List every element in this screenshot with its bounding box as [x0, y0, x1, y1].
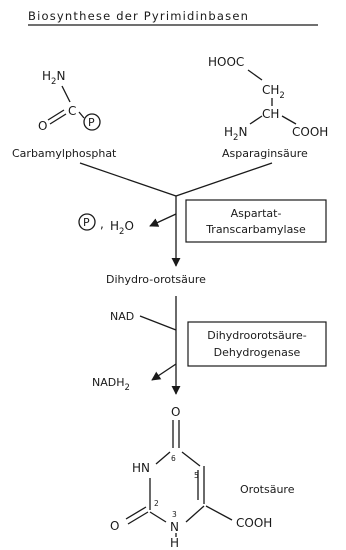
byproduct-h2o: H2O: [110, 219, 134, 237]
asp-ch: CH: [262, 107, 279, 121]
orot-o-top: O: [171, 405, 180, 419]
orot-pos5: 5: [194, 471, 199, 480]
carbamyl-atom-p: P: [88, 116, 95, 129]
orotsaeure-structure: O 6 HN 5 2 3 N H O COOH: [110, 405, 272, 550]
converge-line-left: [79, 162, 177, 197]
orot-bond-c6-c5: [181, 451, 201, 467]
byproduct-p: P: [83, 216, 90, 229]
arrow-nadh2-out: [151, 363, 177, 381]
enzyme1-line1: Aspartat-: [231, 207, 282, 220]
asp-bond-hooc-ch2: [247, 69, 263, 81]
carbamyl-double-bond-1: [49, 113, 67, 125]
enzyme1-line2: Transcarbamylase: [205, 223, 306, 236]
carbamyl-h2n-h: H2N: [42, 69, 65, 87]
orot-o-left: O: [110, 519, 119, 533]
orot-pos3: 3: [172, 510, 177, 519]
asparaginsaeure-label: Asparaginsäure: [222, 147, 308, 160]
carbamyl-phosphate-circle: [83, 113, 101, 131]
orot-hn: HN: [132, 461, 150, 475]
orot-bond-c6-n1: [155, 451, 171, 465]
nad-input-line: [139, 315, 177, 331]
asp-cooh: COOH: [292, 125, 328, 139]
carbamyl-double-bond-2: [47, 109, 65, 121]
carbamyl-atom-o: O: [38, 119, 47, 133]
orot-bond-n3-c4: [185, 505, 205, 523]
cofactor-nad: NAD: [110, 310, 134, 323]
orot-co2-double-1: [127, 511, 149, 525]
enzyme-box-aspartat-transcarbamylase: [185, 199, 327, 243]
orot-bond-c4-cooh: [205, 505, 233, 521]
enzyme-box-dihydroorotsaeure-dehydrogenase: [187, 321, 327, 367]
asp-ch2: CH2: [262, 83, 285, 101]
enzyme2-line2: Dehydrogenase: [214, 346, 301, 359]
carbamyl-bond-c-p: [78, 111, 85, 119]
orot-n-bottom: N: [170, 520, 179, 534]
orot-h-bottom: H: [170, 536, 179, 550]
carbamylphosphat-label: Carbamylphosphat: [12, 147, 117, 160]
carbamylphosphat-structure: H2N C O P: [38, 69, 101, 133]
orot-pos2: 2: [154, 499, 159, 508]
diagram-title: Biosynthese der Pyrimidinbasen: [28, 9, 249, 23]
orot-co2-double-2: [125, 506, 147, 520]
asp-bond-ch-cooh: [281, 115, 297, 125]
byproduct-comma: ,: [100, 217, 104, 231]
converge-line-right: [175, 162, 273, 197]
enzyme2-line1: Dihydroorotsäure-: [207, 329, 307, 342]
orotsaeure-label: Orotsäure: [240, 483, 295, 496]
asparaginsaeure-structure: HOOC CH2 CH H2N COOH: [208, 55, 328, 143]
cofactor-nadh2: NADH2: [92, 376, 130, 393]
dihydroorotsaeure-label: Dihydro-orotsäure: [106, 273, 206, 286]
arrow-byproduct-out: [149, 213, 177, 227]
asp-h2n: H2N: [224, 125, 247, 143]
orot-bond-c2-n3: [149, 511, 167, 523]
orot-cooh: COOH: [236, 516, 272, 530]
carbamyl-atom-c: C: [68, 104, 76, 118]
asp-bond-ch-n: [249, 115, 263, 125]
byproduct-phosphate-circle: [78, 213, 96, 231]
orot-pos6: 6: [171, 454, 176, 463]
asp-hooc: HOOC: [208, 55, 244, 69]
carbamyl-bond-n-c: [61, 85, 71, 103]
